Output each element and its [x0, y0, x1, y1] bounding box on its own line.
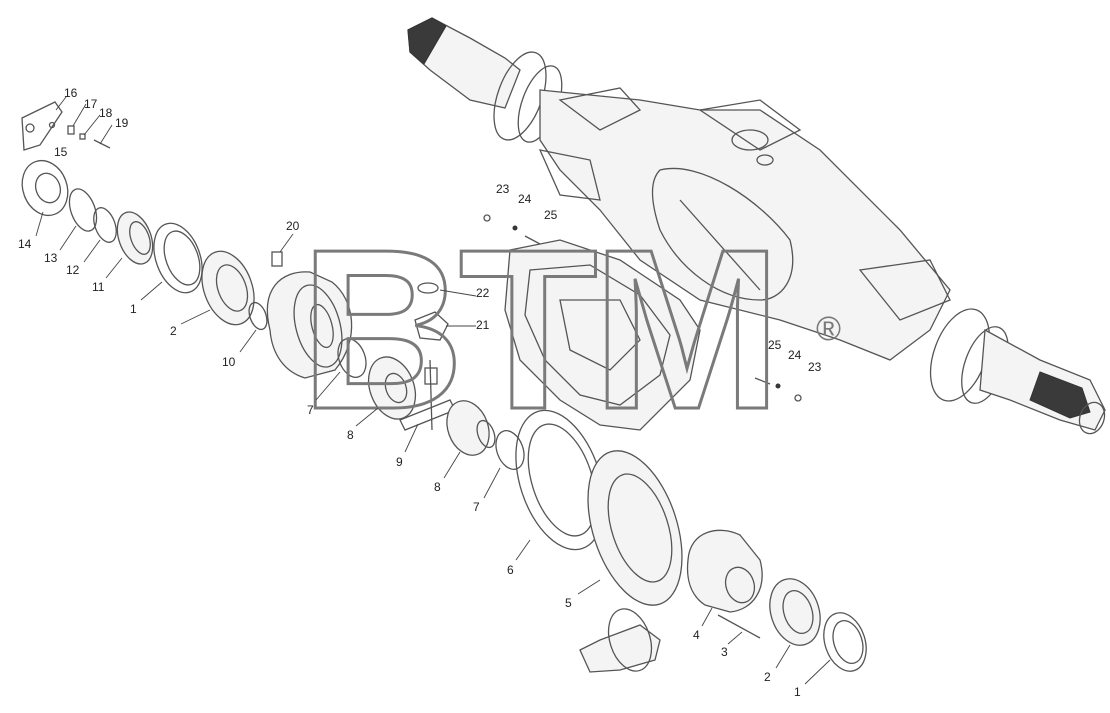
callout-9: 9	[396, 455, 403, 469]
carrier-cover	[504, 239, 701, 431]
watermark-text: BTM	[300, 203, 776, 457]
callout-1-right: 1	[794, 685, 801, 699]
callout-3: 3	[721, 645, 728, 659]
callout-25-top: 25	[544, 208, 558, 222]
left-bearing-group	[153, 222, 353, 379]
callout-7-right: 7	[473, 500, 480, 514]
callout-13: 13	[44, 251, 58, 265]
callout-20: 20	[286, 219, 300, 233]
callout-2-right: 2	[764, 670, 771, 684]
differential-gears	[337, 214, 802, 470]
callout-8-left: 8	[347, 428, 354, 442]
callout-7-left: 7	[307, 403, 314, 417]
callout-23-right: 23	[808, 360, 822, 374]
ring-gear-and-pinion	[515, 409, 867, 673]
callout-24-top: 24	[518, 192, 532, 206]
callout-17: 17	[84, 97, 98, 111]
callout-5: 5	[565, 596, 572, 610]
callout-8-right: 8	[434, 480, 441, 494]
axle-housing	[407, 17, 1106, 435]
callout-10: 10	[222, 355, 236, 369]
callout-1-left: 1	[130, 302, 137, 316]
callout-18: 18	[99, 106, 113, 120]
callout-labels: 16 17 18 19 15 14 13 12 11 1 2 10 20 7 8…	[18, 86, 822, 699]
seal-and-bracket-group	[21, 101, 154, 265]
callout-23-top: 23	[496, 182, 510, 196]
callout-22: 22	[476, 286, 490, 300]
callout-12: 12	[66, 263, 80, 277]
watermark-registered-mark: ®	[816, 310, 841, 348]
callout-11: 11	[92, 280, 105, 294]
callout-19: 19	[115, 116, 129, 130]
callout-15: 15	[54, 145, 68, 159]
callout-16: 16	[64, 86, 78, 100]
callout-2-left: 2	[170, 324, 177, 338]
callout-4: 4	[693, 628, 700, 642]
callout-6: 6	[507, 563, 514, 577]
leader-lines	[35, 96, 831, 685]
callout-25-right: 25	[768, 338, 782, 352]
watermark: BTM ®	[299, 202, 842, 459]
callout-21: 21	[476, 318, 490, 332]
callout-14: 14	[18, 237, 32, 251]
callout-24-right: 24	[788, 348, 802, 362]
